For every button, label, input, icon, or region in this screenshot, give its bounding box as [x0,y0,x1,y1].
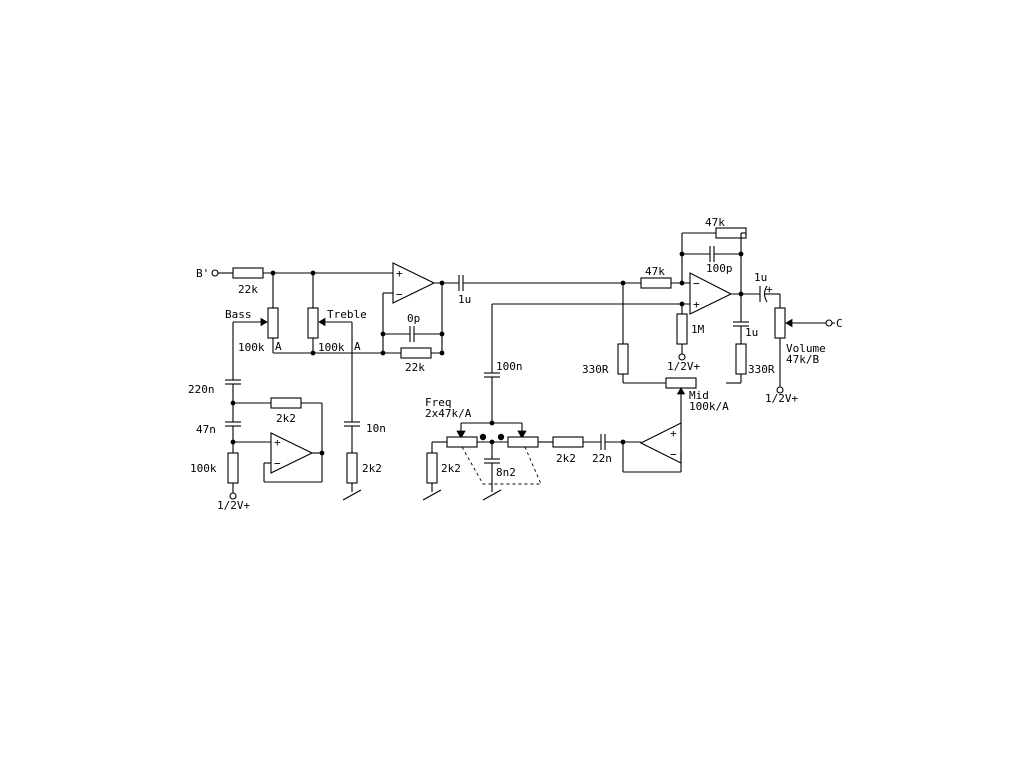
treble-cap-label: 10n [366,422,386,435]
freq-series-resistor-label: 2k2 [556,452,576,465]
bass-input-resistor [232,267,264,279]
volume-label: Volume [786,342,826,355]
input-terminal[interactable] [211,269,219,277]
mid-label: Mid [689,389,709,402]
bass-opamp-plus: + [274,436,281,449]
bass-feedback-resistor-label: 2k2 [276,412,296,425]
stage1-opamp-plus: + [396,267,403,280]
mid-right-resistor-label: 330R [748,363,775,376]
stage2-input-resistor [640,277,672,289]
freq-pot-right[interactable] [507,436,539,448]
input-terminal-label: B' [196,267,209,280]
bass-ref-label: 1/2V+ [217,499,250,512]
mid-opamp [639,422,682,464]
stage2-bias-resistor [676,313,688,345]
treble-pot-value: 100k [318,341,345,354]
bass-feedback-resistor [270,397,302,409]
treble-pot[interactable] [307,307,319,339]
treble-pot-taper: A [354,340,361,353]
treble-resistor [346,452,358,484]
stage1-opamp-minus: − [396,288,403,301]
stage2-bias-resistor-label: 1M [691,323,705,336]
freq-pot-value: 2x47k/A [425,407,472,420]
freq-series-cap-label: 22n [592,452,612,465]
stage1-feedback-resistor-label: 22k [405,361,425,374]
bass-pot-value: 100k [238,341,265,354]
mid-opamp-minus: − [670,448,677,461]
stage1-feedback-cap-label: 0p [407,312,420,325]
output-terminal-label: C [836,317,843,330]
stage2-mid-cap-label: 1u [745,326,758,339]
freq-pot-left[interactable] [446,436,478,448]
stage2-opamp-plus: + [693,298,700,311]
mid-left-resistor [617,343,629,375]
volume-ref-label: 1/2V+ [765,392,798,405]
bass-ground-resistor-label: 100k [190,462,217,475]
bass-cap-47-label: 47n [196,423,216,436]
stage2-output-cap-plus: + [766,283,773,296]
freq-series-resistor [552,436,584,448]
stage2-opamp-minus: − [693,277,700,290]
stage2-bias-ref-label: 1/2V+ [667,360,700,373]
treble-resistor-label: 2k2 [362,462,382,475]
bass-ground-resistor [227,452,239,484]
bass-opamp-minus: − [274,457,281,470]
stage2-feedback-resistor-label: 47k [705,216,725,229]
mid-right-resistor [735,343,747,375]
bass-opamp [270,432,314,474]
volume-pot[interactable] [774,307,786,339]
stage2-opamp [689,272,733,315]
volume-pot-value: 47k/B [786,353,819,366]
mid-left-resistor-label: 330R [582,363,609,376]
stage1-opamp [392,262,436,304]
freq-left-resistor [426,452,438,484]
freq-cap-100n-label: 100n [496,360,523,373]
stage1-output-cap-label: 1u [458,293,471,306]
mid-pot[interactable] [665,377,697,389]
mid-pot-value: 100k/A [689,400,729,413]
bass-pot-taper: A [275,340,282,353]
bass-pot[interactable] [267,307,279,339]
stage2-output-cap-label: 1u [754,271,767,284]
mid-opamp-plus: + [670,427,677,440]
freq-label: Freq [425,396,452,409]
freq-cap-8n2-label: 8n2 [496,466,516,479]
bass-label: Bass [225,308,252,321]
treble-label: Treble [327,308,367,321]
stage1-feedback-resistor [400,347,432,359]
stage2-feedback-cap-label: 100p [706,262,733,275]
bass-cap-220-label: 220n [188,383,215,396]
stage2-input-resistor-label: 47k [645,265,665,278]
freq-left-resistor-label: 2k2 [441,462,461,475]
bass-input-resistor-label: 22k [238,283,258,296]
output-terminal[interactable] [825,319,833,327]
